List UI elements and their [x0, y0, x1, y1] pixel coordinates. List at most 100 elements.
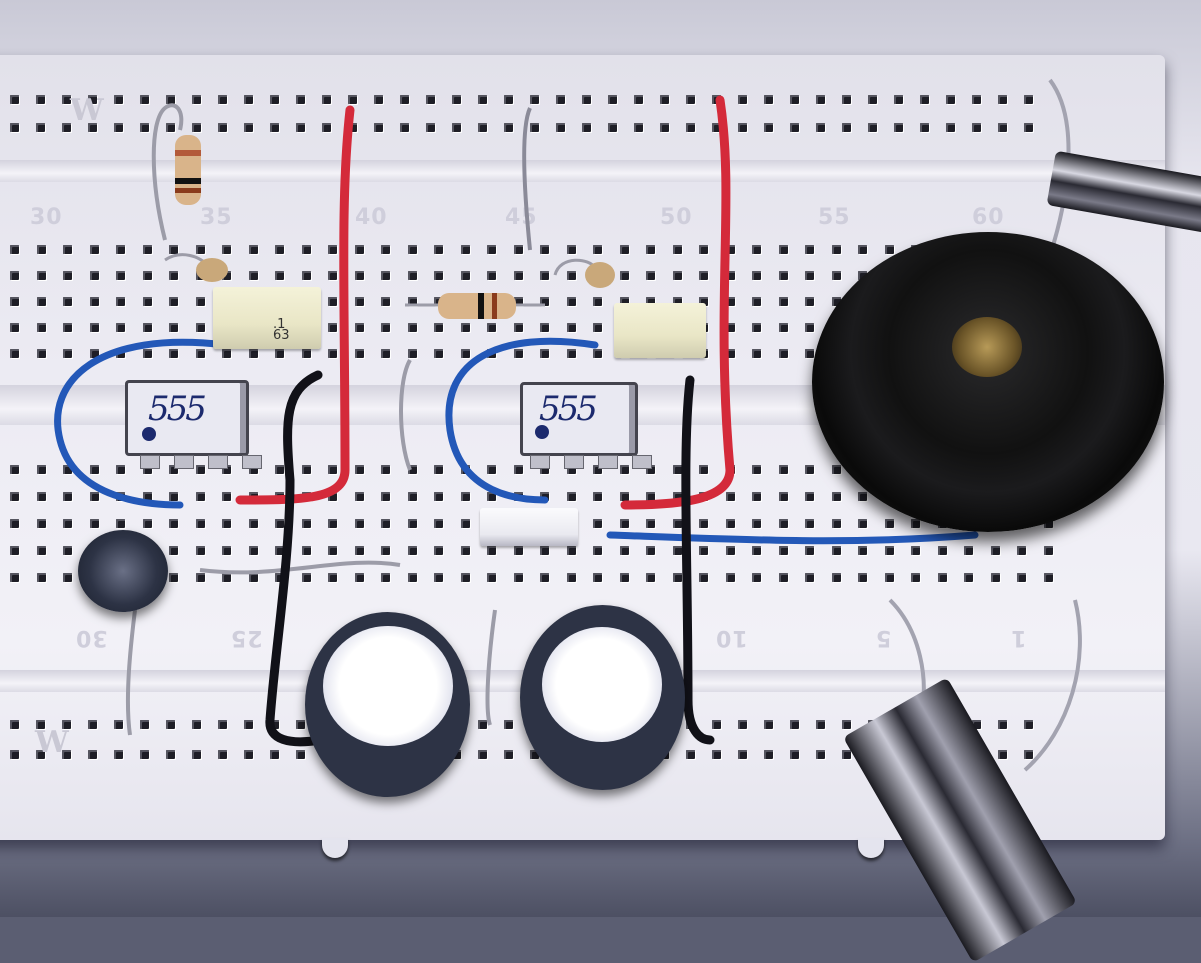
breadboard-hole [434, 323, 443, 332]
breadboard-hole [169, 297, 178, 306]
breadboard-hole [593, 546, 602, 555]
breadboard-hole [540, 323, 549, 332]
breadboard-hole [114, 123, 123, 132]
breadboard-hole [434, 546, 443, 555]
breadboard-hole [686, 750, 695, 759]
breadboard-hole [142, 297, 152, 306]
breadboard-hole [911, 546, 920, 555]
breadboard-hole [487, 323, 496, 332]
breadboard-hole [460, 492, 470, 501]
breadboard-hole [566, 245, 576, 254]
breadboard-hole [778, 492, 788, 501]
breadboard-hole [322, 123, 331, 132]
breadboard-hole [354, 271, 364, 280]
breadboard-hole [842, 95, 851, 104]
breadboard-hole [712, 750, 721, 759]
column-number-60: 60 [972, 205, 1005, 230]
breadboard-hole [972, 123, 981, 132]
ic-right-pins [530, 455, 652, 469]
breadboard-hole [831, 297, 841, 306]
breadboard-hole [460, 323, 470, 332]
breadboard-hole [142, 465, 152, 474]
breadboard-hole [195, 492, 205, 501]
breadboard-hole [884, 519, 894, 528]
breadboard-hole [248, 465, 258, 474]
breadboard-hole [434, 271, 443, 280]
breadboard-hole [169, 492, 178, 501]
breadboard-hole [566, 573, 576, 582]
breadboard-hole [88, 750, 97, 759]
breadboard-hole [556, 95, 565, 104]
breadboard-hole [998, 123, 1007, 132]
breadboard-hole [566, 465, 576, 474]
breadboard-hole [354, 323, 364, 332]
breadboard-hole [672, 245, 682, 254]
breadboard-hole [116, 245, 125, 254]
breadboard-hole [593, 519, 602, 528]
breadboard-hole [593, 349, 602, 358]
breadboard-hole [619, 519, 629, 528]
bare-wire-bottom-left [125, 609, 137, 736]
breadboard-hole [608, 123, 617, 132]
breadboard-hole [195, 245, 205, 254]
breadboard-hole [354, 297, 364, 306]
breadboard-hole [946, 123, 955, 132]
breadboard-hole [858, 245, 867, 254]
breadboard-hole [301, 349, 311, 358]
breadboard-hole [937, 573, 947, 582]
breadboard-hole [10, 349, 19, 358]
breadboard-hole [660, 95, 669, 104]
breadboard-hole [920, 95, 929, 104]
breadboard-hole [805, 245, 814, 254]
breadboard-hole [752, 519, 761, 528]
resistor-top-left [175, 135, 201, 205]
breadboard-hole [460, 546, 470, 555]
breadboard-hole [686, 95, 695, 104]
breadboard-hole [884, 573, 894, 582]
ic-555-left: 555 [125, 380, 249, 456]
breadboard-hole [816, 720, 825, 729]
breadboard-hole [248, 349, 258, 358]
ic-label: 555 [539, 389, 598, 429]
breadboard-hole [699, 519, 708, 528]
blue-wire-left [54, 338, 229, 509]
breadboard-hole [140, 123, 149, 132]
breadboard-hole [725, 573, 735, 582]
breadboard-hole [894, 123, 903, 132]
breadboard-hole [738, 95, 747, 104]
breadboard-hole [354, 349, 364, 358]
breadboard-hole [116, 323, 125, 332]
breadboard-hole [805, 349, 814, 358]
breadboard-hole [487, 492, 496, 501]
breadboard-hole [937, 546, 947, 555]
breadboard-hole [566, 271, 576, 280]
breadboard-hole [540, 245, 549, 254]
breadboard-hole [566, 323, 576, 332]
breadboard-hole [646, 573, 655, 582]
breadboard-hole [36, 720, 45, 729]
breadboard-hole [540, 465, 549, 474]
column-number-40: 40 [355, 205, 388, 230]
breadboard-hole [998, 720, 1007, 729]
breadboard-hole [169, 271, 178, 280]
breadboard-hole [540, 349, 549, 358]
breadboard-hole [10, 271, 19, 280]
bare-wire-center [399, 358, 412, 471]
breadboard-hole [778, 573, 788, 582]
breadboard-hole [116, 465, 125, 474]
breadboard-hole [831, 573, 841, 582]
breadboard-hole [222, 492, 231, 501]
breadboard-hole [328, 245, 337, 254]
blue-wire-right [445, 337, 599, 504]
breadboard-hole [270, 95, 279, 104]
breadboard-hole [725, 492, 735, 501]
breadboard-hole [1017, 546, 1026, 555]
breadboard-hole [169, 519, 178, 528]
breadboard-hole [140, 720, 149, 729]
breadboard-hole [166, 95, 175, 104]
bare-wire-bottom-right [1023, 599, 1082, 772]
breadboard-hole [296, 720, 305, 729]
breadboard-hole [36, 297, 46, 306]
breadboard-hole [868, 123, 877, 132]
breadboard-hole [831, 245, 841, 254]
